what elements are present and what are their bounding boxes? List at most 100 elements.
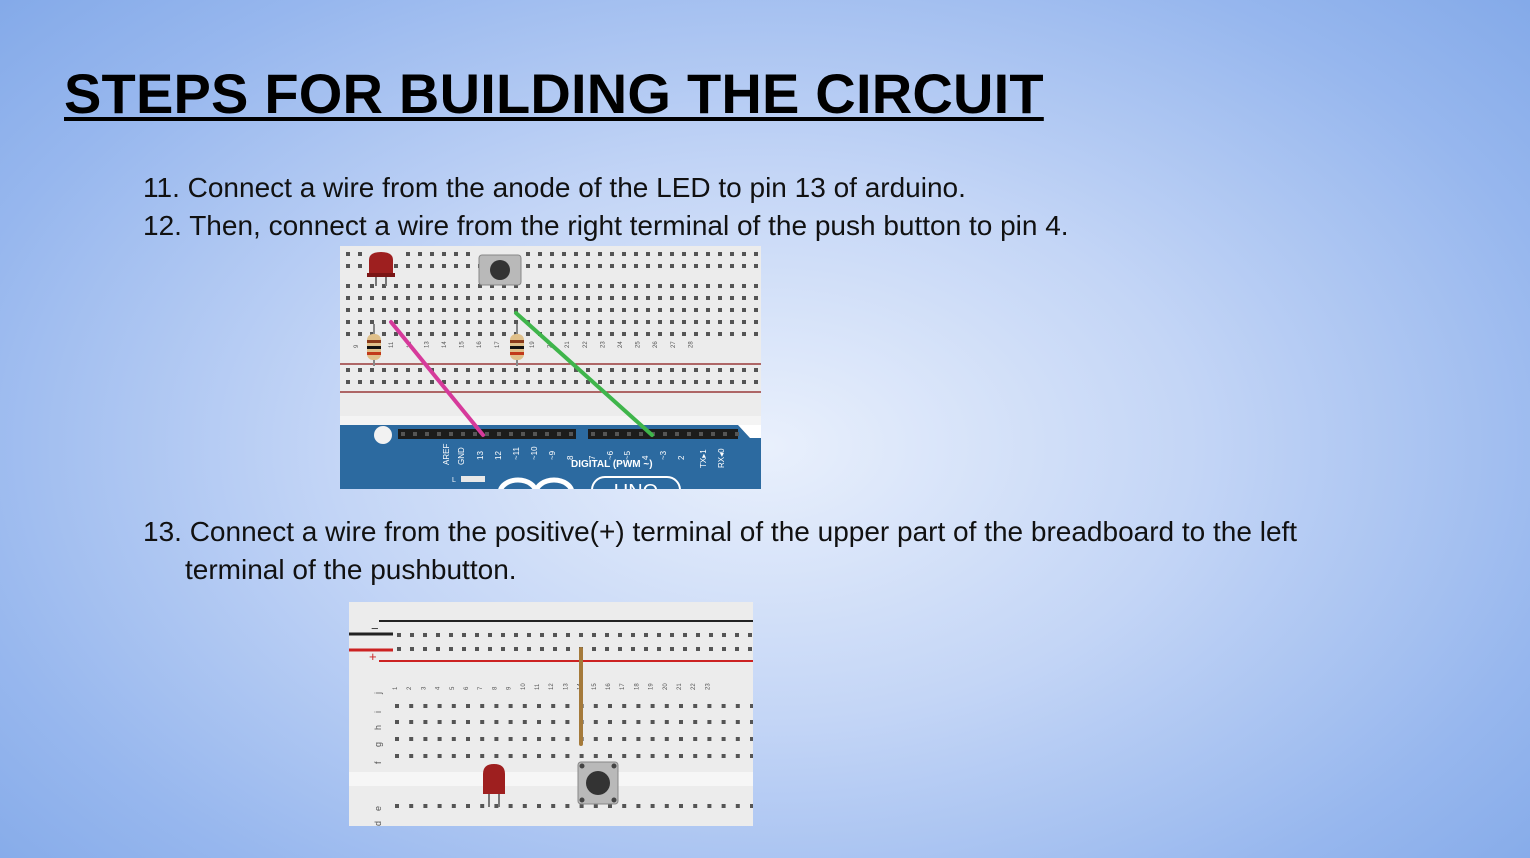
column-number: 21 <box>565 341 571 348</box>
breadboard-hole <box>466 332 470 336</box>
breadboard-hole <box>634 332 638 336</box>
breadboard-hole <box>537 737 541 741</box>
breadboard-hole <box>502 320 506 324</box>
breadboard-hole <box>494 737 499 741</box>
breadboard-hole <box>730 308 734 312</box>
breadboard-hole <box>696 647 700 651</box>
breadboard-hole <box>693 754 698 758</box>
breadboard-hole <box>658 332 662 336</box>
breadboard-hole <box>706 284 710 288</box>
breadboard-hole <box>502 308 506 312</box>
column-number: 24 <box>618 341 624 348</box>
breadboard-hole <box>508 804 513 808</box>
breadboard-hole <box>586 296 590 300</box>
column-number: 5 <box>450 686 456 690</box>
breadboard-hole <box>579 754 584 758</box>
breadboard-hole <box>742 380 746 384</box>
breadboard-hole <box>618 647 622 651</box>
board-pin-label: ~11 <box>512 446 521 460</box>
column-number: 4 <box>436 686 442 690</box>
breadboard-hole <box>742 368 746 372</box>
l-led-label: L <box>452 477 456 484</box>
arduino-board: AREF GND 13 12 ~11 ~10 ~9 8 7 ~6 ~5 4 ~3… <box>340 425 761 489</box>
breadboard-hole <box>622 332 626 336</box>
header-pin <box>699 432 703 436</box>
breadboard-hole <box>508 720 513 724</box>
breadboard-hole <box>550 296 554 300</box>
breadboard-hole <box>382 296 386 300</box>
breadboard-hole <box>538 320 542 324</box>
breadboard-hole <box>551 704 556 708</box>
breadboard-hole <box>478 380 482 384</box>
breadboard-hole <box>454 308 458 312</box>
breadboard-hole <box>418 332 422 336</box>
column-number: 11 <box>535 683 541 690</box>
breadboard-hole <box>650 737 655 741</box>
breadboard-hole <box>430 380 434 384</box>
breadboard-hole <box>694 368 698 372</box>
breadboard-hole <box>586 320 590 324</box>
breadboard-hole <box>466 704 470 708</box>
breadboard-hole <box>478 320 482 324</box>
breadboard-hole <box>694 380 698 384</box>
breadboard-hole <box>370 380 374 384</box>
breadboard-hole <box>730 380 734 384</box>
column-number: 22 <box>691 683 697 690</box>
breadboard-hole <box>522 754 527 758</box>
breadboard-hole <box>722 633 726 637</box>
breadboard-hole <box>394 296 398 300</box>
breadboard-hole <box>694 296 698 300</box>
row-letter: h <box>373 725 383 730</box>
breadboard-hole <box>488 647 492 651</box>
breadboard-hole <box>670 308 674 312</box>
breadboard-hole <box>706 308 710 312</box>
column-number: 23 <box>600 341 606 348</box>
breadboard-hole <box>358 264 362 268</box>
circuit-image-arduino: 910111213141516171819202122232425262728 <box>340 246 761 489</box>
breadboard-hole <box>490 320 494 324</box>
breadboard-hole <box>586 380 590 384</box>
breadboard-hole <box>622 252 626 256</box>
column-number: 2 <box>407 686 413 690</box>
column-number: 13 <box>563 683 569 690</box>
breadboard-hole <box>750 737 753 741</box>
breadboard-hole <box>730 284 734 288</box>
column-number: 16 <box>606 683 612 690</box>
breadboard-hole <box>742 308 746 312</box>
board-pin-label: RX◂0 <box>717 448 726 468</box>
breadboard-hole <box>451 720 456 724</box>
breadboard-hole <box>346 332 350 336</box>
breadboard-hole <box>480 754 485 758</box>
breadboard-hole <box>694 332 698 336</box>
board-pin-label: ~9 <box>548 450 557 460</box>
step-11: 11. Connect a wire from the anode of the… <box>143 172 966 203</box>
breadboard-hole <box>526 296 530 300</box>
header-pin <box>425 432 429 436</box>
breadboard-hole <box>501 633 505 637</box>
breadboard-hole <box>494 754 499 758</box>
breadboard-hole <box>646 320 650 324</box>
breadboard-hole <box>451 754 456 758</box>
column-number: 10 <box>521 683 527 690</box>
breadboard-hole <box>423 647 427 651</box>
breadboard-hole <box>634 320 638 324</box>
breadboard-hole <box>514 368 518 372</box>
breadboard-hole <box>562 296 566 300</box>
breadboard-hole <box>406 296 410 300</box>
breadboard-hole <box>658 308 662 312</box>
breadboard-hole <box>622 284 626 288</box>
breadboard-hole <box>682 264 686 268</box>
breadboard-hole <box>657 633 661 637</box>
breadboard-hole <box>754 380 758 384</box>
breadboard-hole <box>406 332 410 336</box>
breadboard-hole <box>608 737 612 741</box>
breadboard-hole <box>454 284 458 288</box>
column-number: 19 <box>530 341 536 348</box>
breadboard-hole <box>526 332 530 336</box>
header-pin <box>557 432 561 436</box>
breadboard-hole <box>437 720 442 724</box>
breadboard-hole <box>664 720 669 724</box>
breadboard-hole <box>718 332 722 336</box>
breadboard-hole <box>598 296 602 300</box>
breadboard-hole <box>346 284 350 288</box>
